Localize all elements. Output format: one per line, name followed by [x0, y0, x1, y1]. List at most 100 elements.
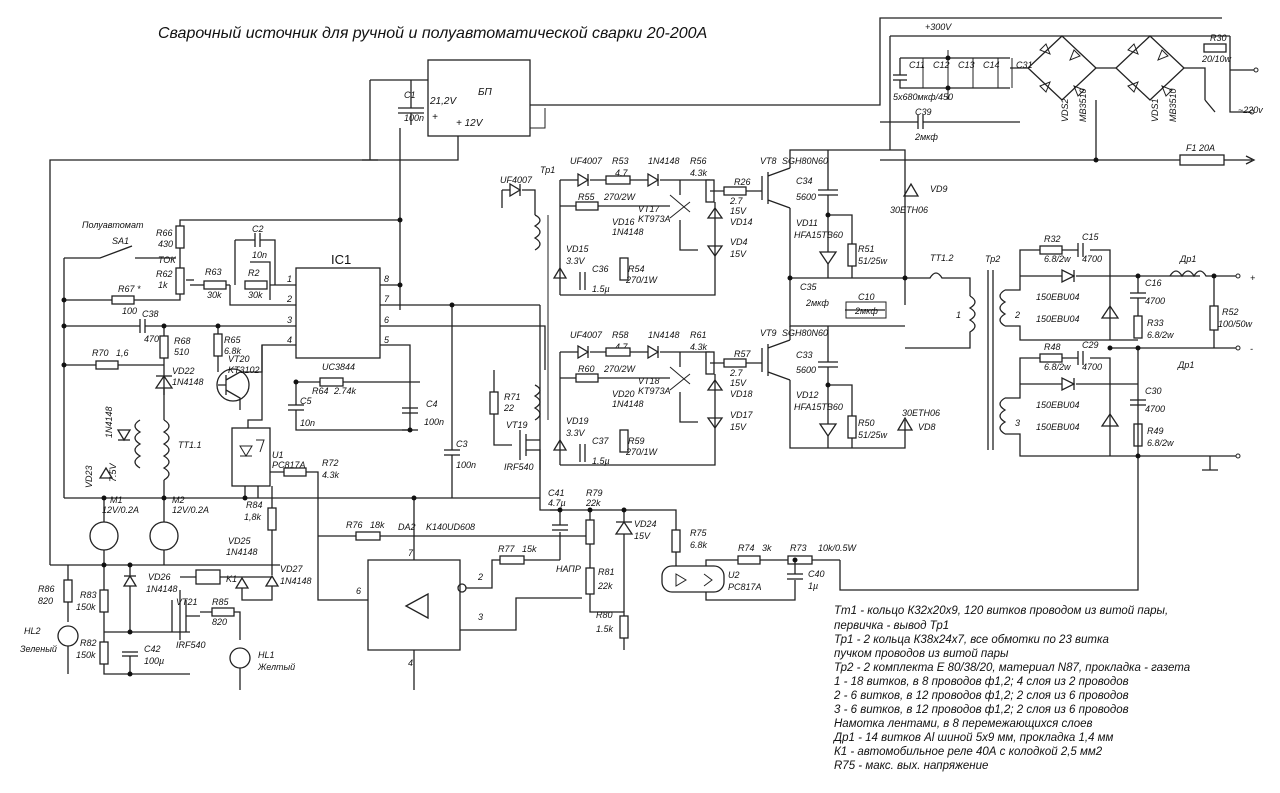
vt8-label: VT8 [760, 156, 777, 166]
dr1-label-bottom: Др1 [1177, 360, 1194, 370]
vt21-part: IRF540 [176, 640, 206, 650]
vd11-part: HFA15TB60 [794, 230, 843, 240]
tp2-secondary-3 [999, 397, 1007, 435]
r59-label: R59 [628, 436, 645, 446]
vd26-part: 1N4148 [146, 584, 178, 594]
r71-resistor [489, 391, 499, 415]
da2-pin3: 3 [478, 612, 483, 622]
r72-resistor [283, 467, 307, 477]
r63-resistor [203, 280, 227, 290]
power-supply-box [427, 59, 531, 137]
cap-bank: C11 C12 C13 C14 C31 5x680мкф/450 C39 2мк… [880, 50, 1033, 142]
r61-label: R61 [690, 330, 707, 340]
cap-c31: C31 [1016, 60, 1033, 70]
ic1-uc3844 [295, 267, 381, 359]
r66-value: 430 [158, 239, 173, 249]
r63-value: 30k [207, 290, 222, 300]
note-line-5: Тр2 - 2 комплекта Е 80/38/20, материал N… [834, 662, 1190, 674]
r84-label: R84 [246, 500, 263, 510]
r56-label: R56 [690, 156, 707, 166]
r61-value: 4.3k [690, 342, 708, 352]
r72-value: 4.3k [322, 470, 340, 480]
r54-resistor [619, 257, 629, 281]
r30-resistor [1203, 43, 1227, 53]
dr1-label-top: Др1 [1179, 254, 1196, 264]
vd24-value: 15V [634, 531, 651, 541]
power-supply-plus: + [432, 112, 438, 123]
r80-value: 1.5k [596, 624, 614, 634]
driver-top: UF4007 R53 4.7 1N4148 R56 4.3k R55 270/2… [552, 149, 948, 305]
r75-value: 6.8k [690, 540, 708, 550]
r79-resistor [585, 519, 595, 545]
vd17-label: VD17 [730, 410, 754, 420]
c38-label: C38 [142, 309, 159, 319]
da2-pin6: 6 [356, 586, 361, 596]
vd24-label: VD24 [634, 519, 657, 529]
c1-value: 100n [404, 113, 424, 123]
m1-value: 12V/0.2A [102, 505, 139, 515]
c30-value: 4700 [1145, 404, 1165, 414]
c5-label: C5 [300, 396, 312, 406]
r58-resistor [605, 347, 631, 357]
c16-value: 4700 [1145, 296, 1165, 306]
r48-resistor [1039, 353, 1063, 363]
vd15-value: 3.3V [566, 256, 586, 266]
junction-dots [61, 55, 1217, 677]
cap-c13: C13 [958, 60, 975, 70]
r64-value: 2.74k [333, 386, 357, 396]
c10-label: C10 [858, 292, 875, 302]
m1-label: M1 [110, 495, 123, 505]
vt21-label: VT21 [176, 597, 198, 607]
r51-value: 51/25w [858, 256, 888, 266]
ic1-pin8: 8 [384, 274, 389, 284]
r54-label: R54 [628, 264, 645, 274]
vd27-part: 1N4148 [280, 576, 312, 586]
r57-label: R57 [734, 349, 752, 359]
r75-resistor [671, 529, 681, 553]
bot-uf4007: UF4007 [570, 330, 603, 340]
power-supply-out-v: 21,2V [429, 96, 457, 107]
c16-label: C16 [1145, 278, 1162, 288]
r58-value: 4.7 [615, 342, 629, 352]
m1-motor [89, 521, 119, 551]
vd9-label: VD9 [930, 184, 948, 194]
r57-value: 2.7 [729, 368, 744, 378]
r76-resistor [355, 531, 381, 541]
napr-label: НАПР [556, 564, 581, 574]
r70-label: R70 [92, 348, 109, 358]
r81-value: 22k [597, 581, 613, 591]
r82-resistor [99, 641, 109, 665]
vd18-value: 15V [730, 378, 747, 388]
r67-value: 100 [122, 306, 137, 316]
r32-value: 6.8/2w [1044, 254, 1071, 264]
c41-value: 4.7µ [548, 498, 566, 508]
vd16-label: VD16 [612, 217, 635, 227]
sa1-caption: Полуавтомат [82, 220, 144, 230]
bridge1-part: MB3510 [1168, 88, 1178, 122]
r53-value: 4.7 [615, 168, 629, 178]
r49-label: R49 [1147, 426, 1164, 436]
tp2-primary [905, 295, 976, 349]
ic1-pin7: 7 [384, 294, 390, 304]
r73-value: 10k/0.5W [818, 543, 858, 553]
r53-label: R53 [612, 156, 629, 166]
r62-value: 1k [158, 280, 168, 290]
r59-value: 270/1W [625, 447, 659, 457]
note-line-2: первичка - вывод Тр1 [834, 620, 949, 632]
vd18-label: VD18 [730, 389, 753, 399]
r58-label: R58 [612, 330, 629, 340]
top-1n4148: 1N4148 [648, 156, 680, 166]
hl2-led [57, 625, 79, 647]
vd26-label: VD26 [148, 572, 171, 582]
diode-bot-2: 150EBU04 [1036, 422, 1080, 432]
r65-resistor [213, 333, 223, 357]
ic1-pin4: 4 [287, 335, 292, 345]
r51-label: R51 [858, 244, 875, 254]
r68-label: R68 [174, 336, 191, 346]
r52-value: 100/50w [1218, 319, 1253, 329]
r63-label: R63 [205, 267, 222, 277]
vd9-part: 30ETH06 [890, 205, 928, 215]
r50-label: R50 [858, 418, 875, 428]
r75-label: R75 [690, 528, 708, 538]
r33-label: R33 [1147, 318, 1164, 328]
